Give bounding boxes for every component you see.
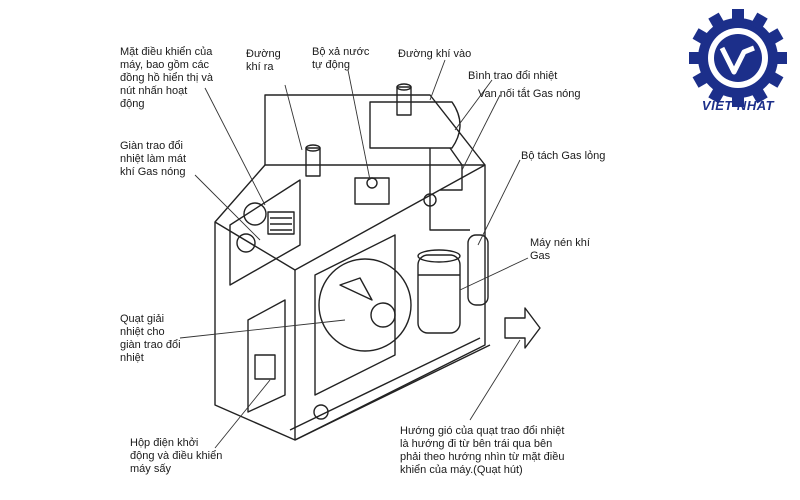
label-airflow-note: Hướng gió của quạt trao đổi nhiệt là hướ… [400,425,565,476]
label-cooling-fan: Quạt giải nhiệt cho giàn trao đổi nhiệt [120,313,181,364]
label-compressor: Máy nén khí Gas [530,237,590,262]
label-control-panel: Mặt điều khiển của máy, bao gồm các đồng… [120,46,213,110]
label-heat-exchanger: Bình trao đổi nhiệt [468,70,558,82]
auto-drain [354,177,390,205]
gas-pipe-1 [429,148,470,231]
label-auto-drain: Bộ xả nước tự động [312,46,370,71]
gear-logo-icon [689,9,787,107]
heat-exchanger-tank [369,101,461,149]
gas-pipe-2 [440,147,463,191]
label-liquid-separator: Bộ tách Gas lỏng [521,150,606,162]
air-outlet-pipe [305,147,321,177]
cabinet-outline [214,164,486,441]
cabinet-front-edge [214,164,486,271]
label-air-in: Đường khí vào [398,48,472,60]
fan-shroud [318,258,412,352]
machine-drawing [214,83,541,441]
leader-lines [179,59,529,449]
brand-logo-text: VIET NHAT [701,98,775,113]
drain-port [313,404,329,420]
label-hot-gas-bypass: Van nối tắt Gas nóng [478,88,581,100]
condenser-frame [314,234,396,396]
label-control-box: Hộp điện khởi động và điều khiển máy sấy [130,437,223,475]
label-condenser: Giàn trao đổi nhiệt làm mát khí Gas nóng [120,140,187,178]
compressor [417,254,461,334]
display-panel [267,211,295,235]
label-air-out: Đường khí ra [246,48,281,73]
gauge-1 [243,202,267,226]
air-inlet-pipe [396,86,412,116]
fan-hub [370,302,396,328]
cabinet-top [264,94,486,166]
control-box [247,299,286,413]
liquid-separator [467,234,489,306]
airflow-arrow-icon [504,307,541,349]
gauge-2 [236,233,256,253]
control-face [229,179,301,286]
